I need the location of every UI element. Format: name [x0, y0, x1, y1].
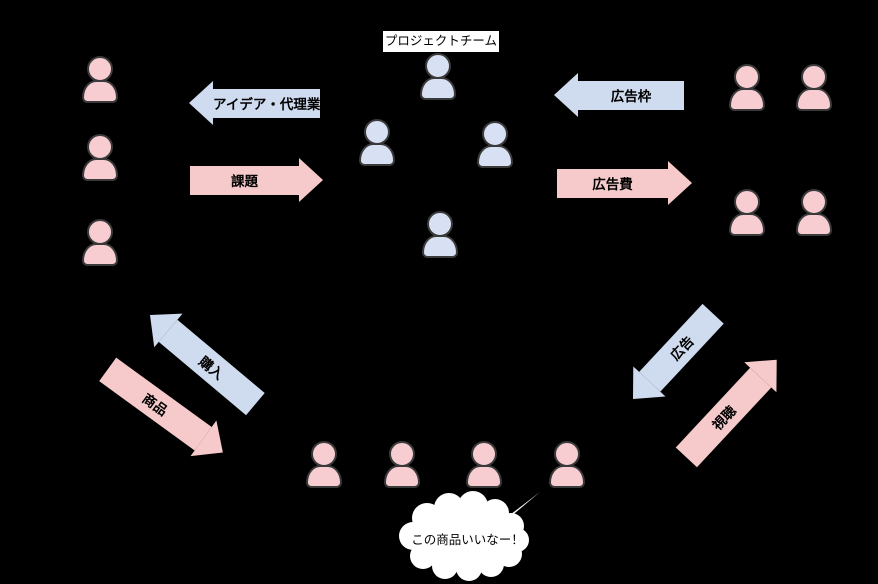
left-person-icon-3	[81, 218, 119, 268]
arrow-ad-fee-label: 広告費	[592, 177, 633, 192]
person-body	[82, 158, 118, 181]
arrow-idea-agency: アイデア・代理業	[189, 81, 321, 125]
arrowhead-right-icon	[668, 161, 692, 205]
project-team-label: プロジェクトチーム	[383, 31, 499, 52]
person-head	[425, 53, 451, 79]
arrow-task: 課題	[190, 158, 323, 202]
team-member-icon-3	[476, 120, 514, 170]
arrow-ad-slot: 広告枠	[554, 73, 684, 117]
right-person-icon-2	[795, 63, 833, 113]
person-body	[359, 143, 395, 166]
right-person-icon-3	[728, 188, 766, 238]
person-head	[482, 121, 508, 147]
cloud-scallops	[399, 491, 529, 581]
person-head	[364, 119, 390, 145]
person-head	[471, 441, 497, 467]
person-body	[549, 465, 585, 488]
person-body	[306, 465, 342, 488]
consumer-person-icon-2	[383, 440, 421, 490]
person-head	[801, 64, 827, 90]
arrow-viewing-label: 視聴	[709, 403, 739, 434]
team-member-icon-4	[421, 210, 459, 260]
person-head	[801, 189, 827, 215]
person-head	[389, 441, 415, 467]
person-head	[734, 64, 760, 90]
arrow-purchase-label: 購入	[195, 353, 227, 383]
person-head	[554, 441, 580, 467]
right-person-icon-4	[795, 188, 833, 238]
left-person-icon-2	[81, 133, 119, 183]
arrow-ad-fee: 広告費	[557, 161, 692, 205]
right-person-icon-1	[728, 63, 766, 113]
person-body	[796, 88, 832, 111]
team-member-icon-1	[419, 52, 457, 102]
consumer-person-icon-3	[465, 440, 503, 490]
person-body	[384, 465, 420, 488]
arrow-advertising-label: 広告	[667, 333, 697, 364]
team-member-icon-2	[358, 118, 396, 168]
person-body	[82, 243, 118, 266]
speech-bubble-text: この商品いいなー！	[411, 533, 524, 547]
person-head	[427, 211, 453, 237]
person-head	[87, 56, 113, 82]
person-head	[87, 219, 113, 245]
person-head	[734, 189, 760, 215]
person-head	[87, 134, 113, 160]
arrow-product-label: 商品	[139, 390, 171, 419]
person-body	[82, 80, 118, 103]
person-body	[422, 235, 458, 258]
arrow-idea-agency-label: アイデア・代理業	[213, 97, 321, 112]
person-body	[729, 88, 765, 111]
person-head	[311, 441, 337, 467]
left-person-icon-1	[81, 55, 119, 105]
arrow-ad-slot-label: 広告枠	[610, 89, 652, 104]
person-body	[466, 465, 502, 488]
arrowhead-left-icon	[189, 81, 213, 125]
arrowhead-left-icon	[554, 73, 578, 117]
consumer-person-icon-1	[305, 440, 343, 490]
person-body	[729, 213, 765, 236]
speech-bubble-cloud	[399, 491, 540, 581]
person-body	[477, 145, 513, 168]
person-body	[420, 77, 456, 100]
consumer-person-icon-4	[548, 440, 586, 490]
arrow-task-label: 課題	[231, 174, 258, 189]
arrowhead-right-icon	[299, 158, 323, 202]
person-body	[796, 213, 832, 236]
